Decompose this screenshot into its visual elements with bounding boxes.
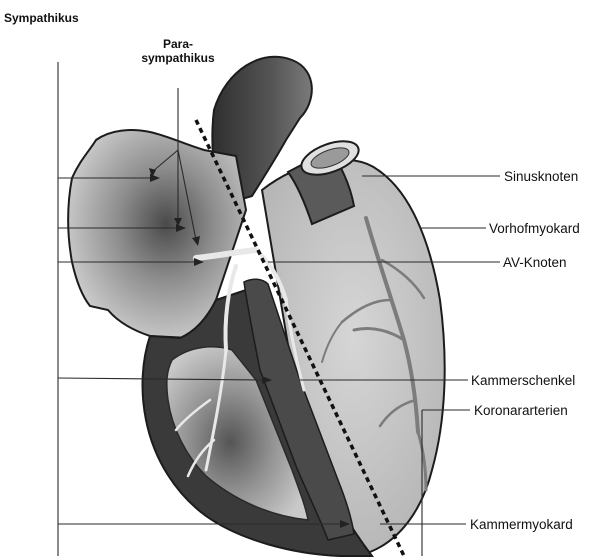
label-para-line2: sympathikus [141, 51, 215, 65]
heart-illustration [68, 57, 444, 556]
label-kammermyokard: Kammermyokard [470, 517, 573, 532]
label-koronararterien: Koronararterien [474, 403, 568, 418]
label-vorhofmyokard: Vorhofmyokard [489, 221, 580, 236]
label-kammerschenkel: Kammerschenkel [471, 373, 575, 388]
label-sinusknoten: Sinusknoten [504, 169, 578, 184]
title-sympathikus: Sympathikus [4, 11, 79, 25]
label-av-knoten: AV-Knoten [503, 255, 567, 270]
label-para-line1: Para- [163, 37, 193, 51]
